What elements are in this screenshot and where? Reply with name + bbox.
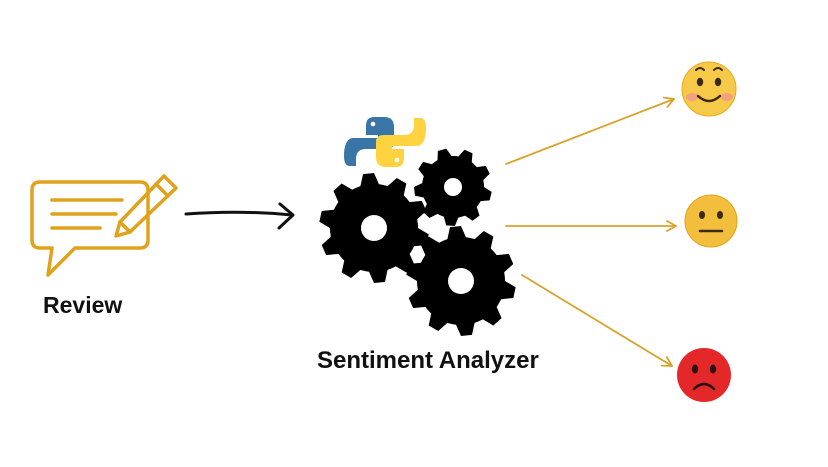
input-arrow bbox=[184, 202, 295, 230]
sentiment-analyzer-label: Sentiment Analyzer bbox=[317, 347, 539, 374]
neutral-face-icon bbox=[684, 194, 738, 248]
chat-bubble-pencil-icon bbox=[30, 174, 178, 277]
review-label: Review bbox=[43, 292, 123, 318]
gears-icon bbox=[319, 148, 516, 336]
negative-arrow bbox=[521, 274, 673, 367]
positive-arrow bbox=[505, 96, 675, 165]
smiling-face-icon bbox=[681, 61, 737, 117]
gear-medium bbox=[406, 226, 516, 336]
frowning-face-icon bbox=[677, 348, 731, 402]
python-logo-icon bbox=[344, 117, 426, 167]
gear-large bbox=[319, 173, 429, 283]
gear-small bbox=[414, 148, 492, 226]
